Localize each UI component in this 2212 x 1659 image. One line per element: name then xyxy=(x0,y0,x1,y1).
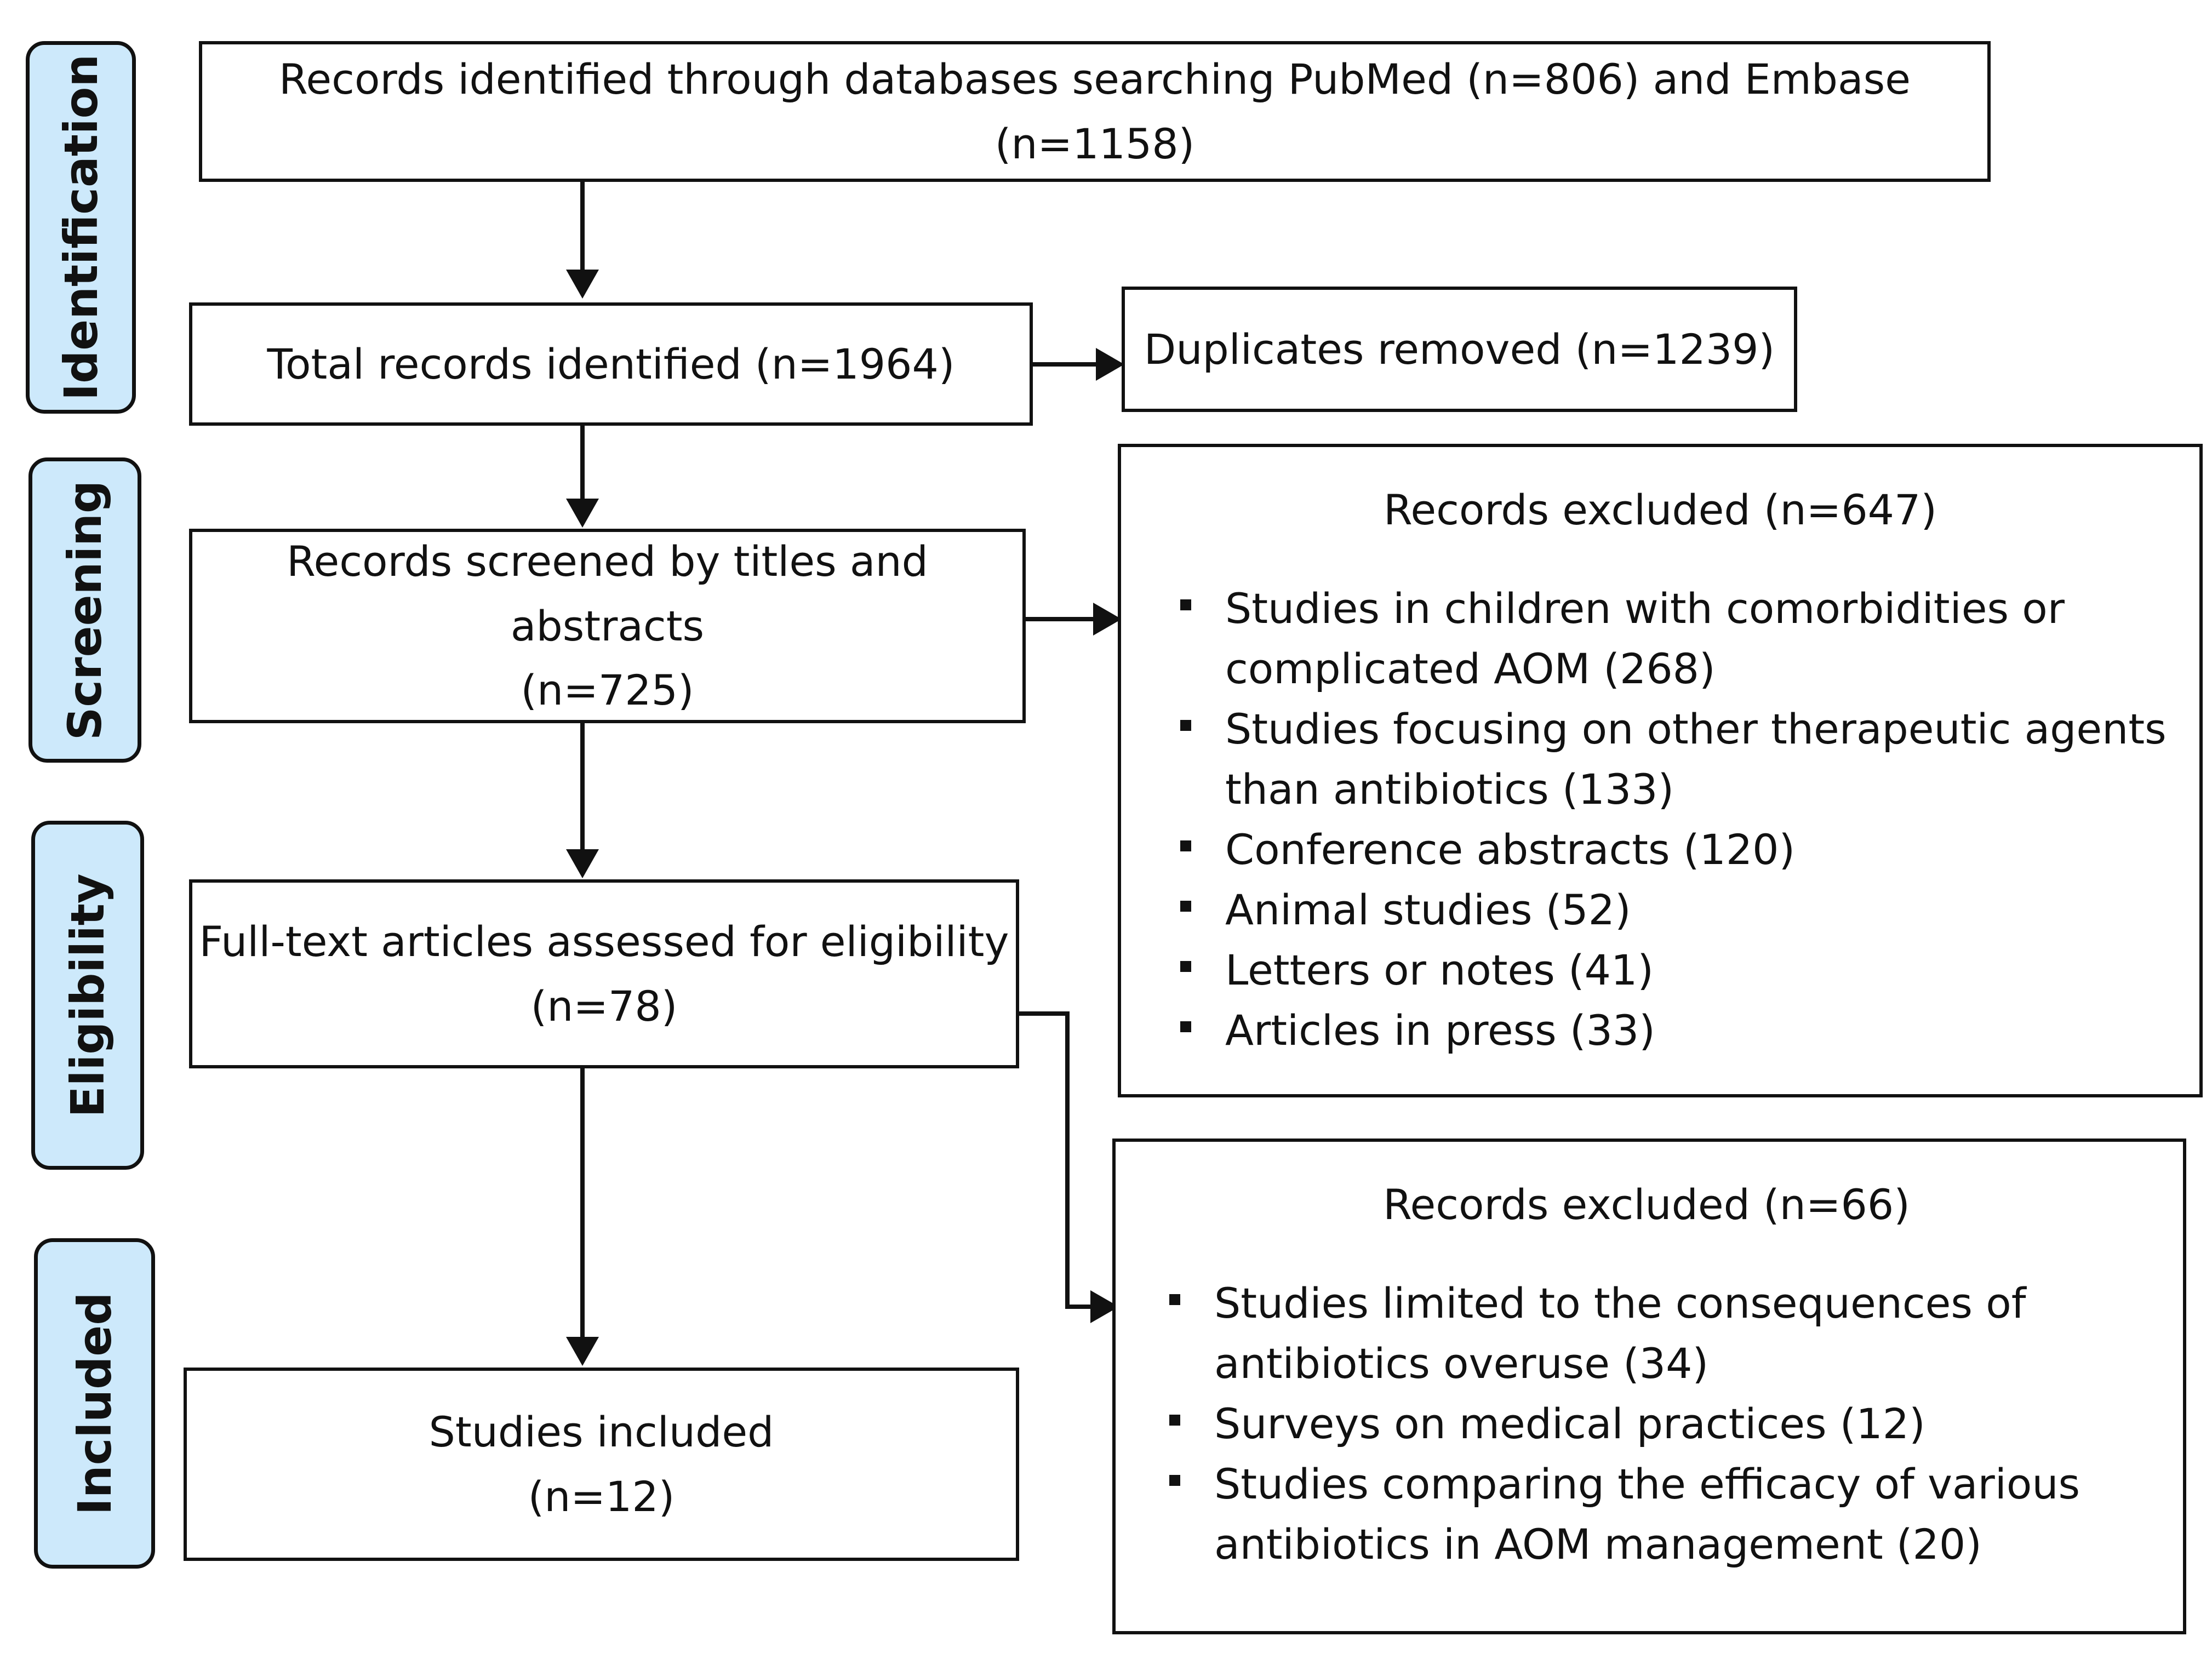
studies-included-line1: Studies included xyxy=(428,1407,774,1456)
list-item: Studies in children with comorbidities o… xyxy=(1143,579,2177,699)
stage-included: Included xyxy=(34,1238,155,1569)
list-item: Articles in press (33) xyxy=(1143,1000,2177,1061)
eligibility-exclusions-box: Records excluded (n=66) Studies limited … xyxy=(1112,1139,2186,1634)
eligibility-exclusions-title: Records excluded (n=66) xyxy=(1383,1180,1910,1229)
stage-label: Screening xyxy=(58,480,112,740)
eligibility-exclusions-list: Studies limited to the consequences of a… xyxy=(1132,1273,2161,1575)
total-records-text: Total records identified (n=1964) xyxy=(267,339,955,388)
fulltext-assessed-line2: (n=78) xyxy=(530,981,678,1031)
stage-label: Eligibility xyxy=(61,873,115,1118)
arrow-fulltext-to-excluded xyxy=(1019,1011,1093,1309)
fulltext-assessed-line1: Full-text articles assessed for eligibil… xyxy=(199,917,1009,966)
records-screened-box: Records screened by titles and abstracts… xyxy=(189,529,1026,723)
list-item: Surveys on medical practices (12) xyxy=(1132,1394,2161,1454)
stage-identification: Identification xyxy=(26,41,136,414)
records-identified-box: Records identified through databases sea… xyxy=(199,41,1991,182)
screening-exclusions-box: Records excluded (n=647) Studies in chil… xyxy=(1118,444,2203,1097)
list-item: Studies limited to the consequences of a… xyxy=(1132,1273,2161,1394)
duplicates-removed-box: Duplicates removed (n=1239) xyxy=(1122,287,1797,412)
total-records-box: Total records identified (n=1964) xyxy=(189,302,1033,426)
records-identified-text: Records identified through databases sea… xyxy=(279,54,1911,168)
list-item: Letters or notes (41) xyxy=(1143,940,2177,1000)
studies-included-box: Studies included (n=12) xyxy=(184,1368,1019,1561)
fulltext-assessed-box: Full-text articles assessed for eligibil… xyxy=(189,879,1019,1068)
stage-eligibility: Eligibility xyxy=(31,821,144,1170)
list-item: Studies focusing on other therapeutic ag… xyxy=(1143,699,2177,820)
stage-label: Included xyxy=(67,1292,122,1515)
list-item: Studies comparing the efficacy of variou… xyxy=(1132,1454,2161,1575)
screening-exclusions-title: Records excluded (n=647) xyxy=(1383,485,1937,534)
screening-exclusions-list: Studies in children with comorbidities o… xyxy=(1143,579,2177,1061)
list-item: Conference abstracts (120) xyxy=(1143,820,2177,880)
records-screened-line1: Records screened by titles and abstracts xyxy=(287,536,928,650)
list-item: Animal studies (52) xyxy=(1143,880,2177,940)
studies-included-line2: (n=12) xyxy=(528,1472,675,1521)
records-screened-line2: (n=725) xyxy=(521,666,694,715)
duplicates-removed-text: Duplicates removed (n=1239) xyxy=(1144,324,1775,374)
stage-label: Identification xyxy=(54,54,108,401)
stage-screening: Screening xyxy=(28,457,141,763)
